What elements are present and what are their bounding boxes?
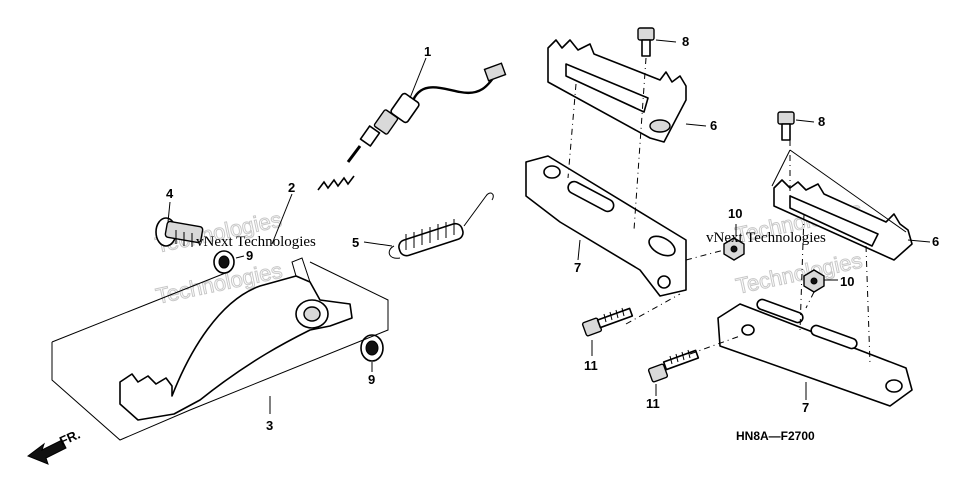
- pivot-bolt: [155, 217, 204, 247]
- watermark-text-right: vNext Technologies: [706, 230, 826, 246]
- callout-10-upper: 10: [728, 206, 742, 221]
- bolt-8-lower-frame: [771, 149, 907, 233]
- step-bracket-upper: [525, 155, 687, 297]
- brake-pedal: [119, 257, 353, 421]
- callout-10-lower: 10: [840, 274, 854, 289]
- callout-3: 3: [266, 418, 273, 433]
- callout-8-upper: 8: [682, 34, 689, 49]
- return-spring: [388, 192, 494, 259]
- callout-11-upper: 11: [584, 358, 598, 373]
- step-plate-upper: [547, 39, 687, 143]
- callout-4: 4: [166, 186, 174, 201]
- diagram-code: HN8A—F2700: [736, 429, 815, 443]
- callout-8-lower: 8: [818, 114, 825, 129]
- switch-connector: [483, 62, 507, 82]
- watermark-text-left: vNext Technologies: [196, 234, 316, 250]
- alignment-lines: [567, 57, 871, 365]
- front-label: FR.: [57, 427, 82, 449]
- nut-10-upper: [723, 237, 745, 261]
- callout-9-upper: 9: [246, 248, 253, 263]
- pedal-assembly-frame: [51, 261, 389, 441]
- front-arrow: FR.: [26, 427, 82, 465]
- seal-upper: [213, 250, 235, 274]
- brake-switch: [346, 62, 507, 163]
- callout-6-upper: 6: [710, 118, 717, 133]
- callout-2: 2: [288, 180, 295, 195]
- callout-9-lower: 9: [368, 372, 375, 387]
- nut-10-lower: [803, 269, 825, 293]
- callout-7-upper: 7: [574, 260, 581, 275]
- bolt-8-upper: [637, 27, 655, 57]
- callout-5: 5: [352, 235, 359, 250]
- callout-6-lower: 6: [932, 234, 939, 249]
- step-plate-lower: [773, 179, 913, 261]
- step-bracket-lower: [717, 298, 913, 407]
- bolt-11-lower: [647, 349, 700, 383]
- bolt-8-lower: [777, 111, 795, 141]
- callout-11-lower: 11: [646, 396, 660, 411]
- leader-lines: [167, 39, 931, 414]
- seal-lower: [360, 334, 384, 362]
- callout-1: 1: [424, 44, 431, 59]
- switch-spring: [317, 175, 355, 191]
- callout-7-lower: 7: [802, 400, 809, 415]
- bolt-11-upper: [581, 307, 634, 337]
